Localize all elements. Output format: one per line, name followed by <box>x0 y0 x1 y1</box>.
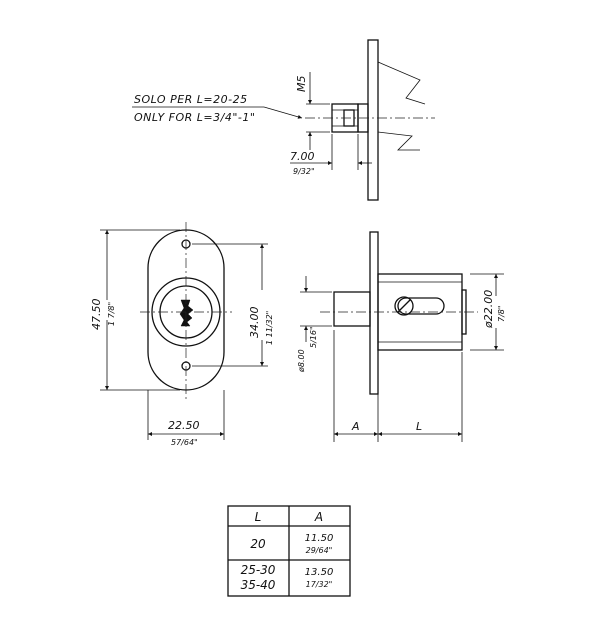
guide-screw <box>394 296 414 316</box>
side-face-plate <box>369 231 379 395</box>
table-cell-l-row2-a: 25-30 <box>241 563 276 577</box>
screw-depth-in: 9/32" <box>293 167 315 176</box>
keyway-icon <box>179 299 194 327</box>
note-leader <box>263 106 303 119</box>
panel-plate <box>367 39 379 201</box>
table-cell-a-mm: 11.50 <box>305 533 334 544</box>
guide-slot <box>397 297 445 315</box>
table-cell-l-row2-b: 35-40 <box>241 578 276 592</box>
height-mm: 47.50 <box>90 299 103 331</box>
wood-break-top <box>377 61 426 105</box>
screw-depth-mm: 7.00 <box>290 150 315 163</box>
thread-label: M5 <box>295 76 308 93</box>
pin-dia-in: 5/16" <box>309 326 318 348</box>
height-in: 1 7/8" <box>107 302 116 326</box>
hole-spacing-in: 1 11/32" <box>265 311 274 345</box>
lock-pin <box>333 291 371 327</box>
side-view: ø8.00 5/16" ø22.00 7/8" A L <box>297 231 506 442</box>
wood-break-bottom <box>377 131 420 151</box>
table-cell-a-in: 29/64" <box>306 546 333 555</box>
table-cell-a-in: 17/32" <box>306 580 333 589</box>
note-line-1: SOLO PER L=20-25 <box>134 93 248 106</box>
dim-label-l: L <box>416 420 422 433</box>
front-view: 47.50 1 7/8" 34.00 1 11/32" 22.50 57/64" <box>90 222 274 447</box>
width-mm: 22.50 <box>168 419 200 432</box>
body-dia-mm: ø22.00 <box>482 290 495 329</box>
table-cell-l: 20 <box>250 537 266 551</box>
pin-dia-mm: ø8.00 <box>297 349 306 373</box>
body-dia-in: 7/8" <box>497 305 506 322</box>
width-in: 57/64" <box>171 438 198 447</box>
dimension-table: L A 20 11.50 29/64" 25-30 35-40 13.50 17… <box>227 505 351 597</box>
dim-label-a: A <box>351 420 360 433</box>
table-header-a: A <box>314 510 323 524</box>
table-cell-a-mm: 13.50 <box>305 567 334 578</box>
note-line-2: ONLY FOR L=3/4"-1" <box>134 111 255 124</box>
table-header-l: L <box>255 510 262 524</box>
hole-spacing-mm: 34.00 <box>248 307 261 339</box>
screw-detail: M5 7.00 9/32" SOLO PER L=20-25 ONLY FOR … <box>132 39 435 201</box>
